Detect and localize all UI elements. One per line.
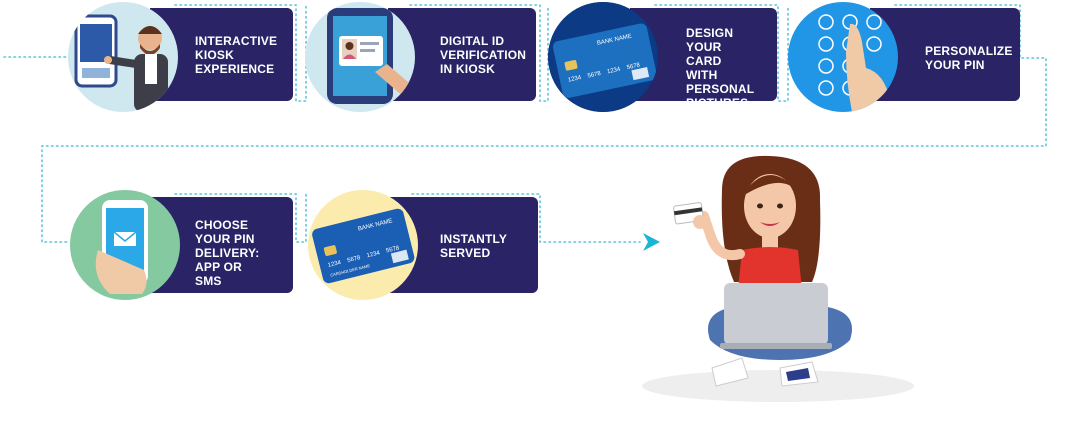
card-design-icon: BANK NAME 1234 5678 1234 5678 (548, 2, 658, 112)
woman-with-laptop-illustration (642, 155, 914, 402)
top (738, 247, 802, 290)
laptop-icon (724, 283, 828, 345)
kiosk-user-icon (68, 2, 178, 112)
face (744, 174, 796, 238)
card-number: 1234 (366, 250, 381, 259)
card-number: 5678 (587, 71, 602, 80)
id-verification-icon (305, 2, 415, 112)
arrow-icon (643, 233, 660, 251)
bank-card-icon: BANK NAME 1234 5678 1234 5678 CARDHOLDER… (308, 190, 418, 300)
floor-shadow (642, 370, 914, 402)
phone-message-icon (70, 190, 180, 300)
card-number: 5678 (347, 255, 362, 264)
card-number: 1234 (607, 67, 622, 76)
card-number: 5678 (626, 62, 641, 71)
card-number: 1234 (568, 75, 583, 84)
card-number: 5678 (386, 245, 401, 254)
pin-keypad-icon (788, 2, 898, 112)
card-number: 1234 (327, 260, 342, 269)
